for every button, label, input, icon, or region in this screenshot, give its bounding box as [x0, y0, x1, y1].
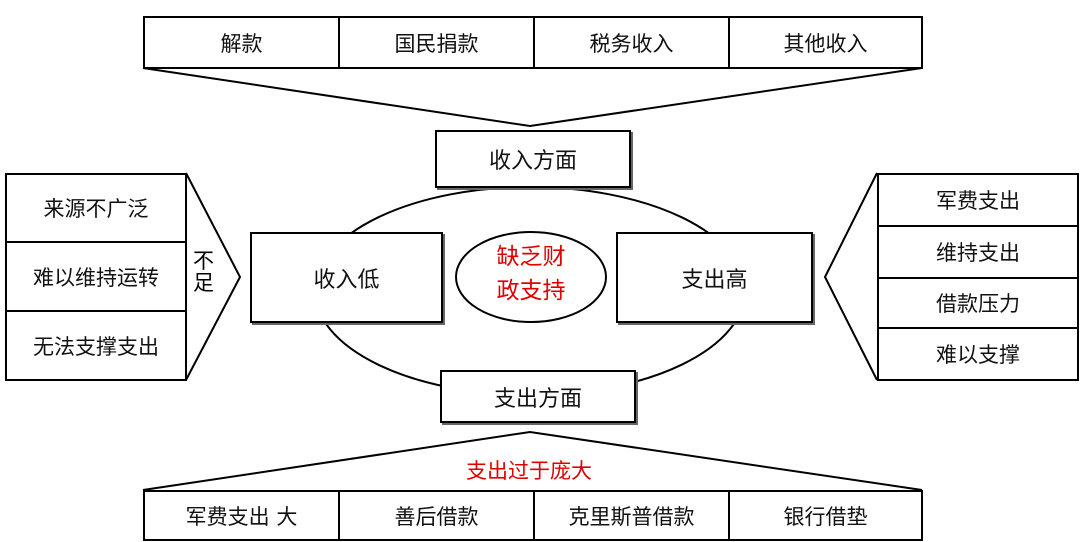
insufficient-char: 不 — [193, 249, 214, 273]
right-cell: 借款压力 — [879, 279, 1077, 329]
expense-too-large-label: 支出过于庞大 — [466, 459, 592, 483]
center-ellipse — [455, 231, 607, 323]
right-cell: 维持支出 — [879, 227, 1077, 279]
right-cell: 军费支出 — [879, 175, 1077, 227]
left-column: 来源不广泛 难以维持运转 无法支撑支出 — [5, 173, 187, 381]
top-cell: 国民捐款 — [340, 18, 535, 67]
center-line: 政支持 — [496, 278, 566, 304]
top-row: 解款 国民捐款 税务收入 其他收入 — [143, 16, 923, 69]
center-label: 缺乏财 政支持 — [486, 240, 576, 308]
bottom-cell: 克里斯普借款 — [535, 492, 730, 539]
insufficient-label: 不 足 — [193, 250, 214, 294]
top-funnel — [142, 67, 923, 128]
bottom-cell: 军费支出 大 — [145, 492, 340, 539]
left-cell: 难以维持运转 — [7, 243, 185, 312]
right-column: 军费支出 维持支出 借款压力 难以支撑 — [877, 173, 1079, 381]
left-cell: 来源不广泛 — [7, 175, 185, 243]
right-cell: 难以支撑 — [936, 343, 1020, 367]
center-line: 缺乏财 — [496, 244, 566, 270]
low-income-box: 收入低 — [250, 232, 443, 323]
bottom-cell: 银行借垫 — [783, 504, 868, 529]
left-arrow — [185, 172, 242, 381]
high-expense-box: 支出高 — [616, 232, 813, 323]
bottom-row: 军费支出 大 善后借款 克里斯普借款 银行借垫 — [143, 490, 923, 541]
insufficient-char: 足 — [193, 271, 214, 295]
top-cell: 税务收入 — [535, 18, 730, 67]
left-cell: 无法支撑支出 — [33, 334, 159, 359]
right-arrow — [823, 172, 878, 381]
income-aspect-box: 收入方面 — [435, 130, 631, 188]
top-cell: 解款 — [145, 18, 340, 67]
bottom-funnel — [142, 430, 923, 491]
bottom-cell: 善后借款 — [340, 492, 535, 539]
expense-aspect-box: 支出方面 — [440, 370, 636, 423]
top-cell: 其他收入 — [783, 31, 868, 56]
